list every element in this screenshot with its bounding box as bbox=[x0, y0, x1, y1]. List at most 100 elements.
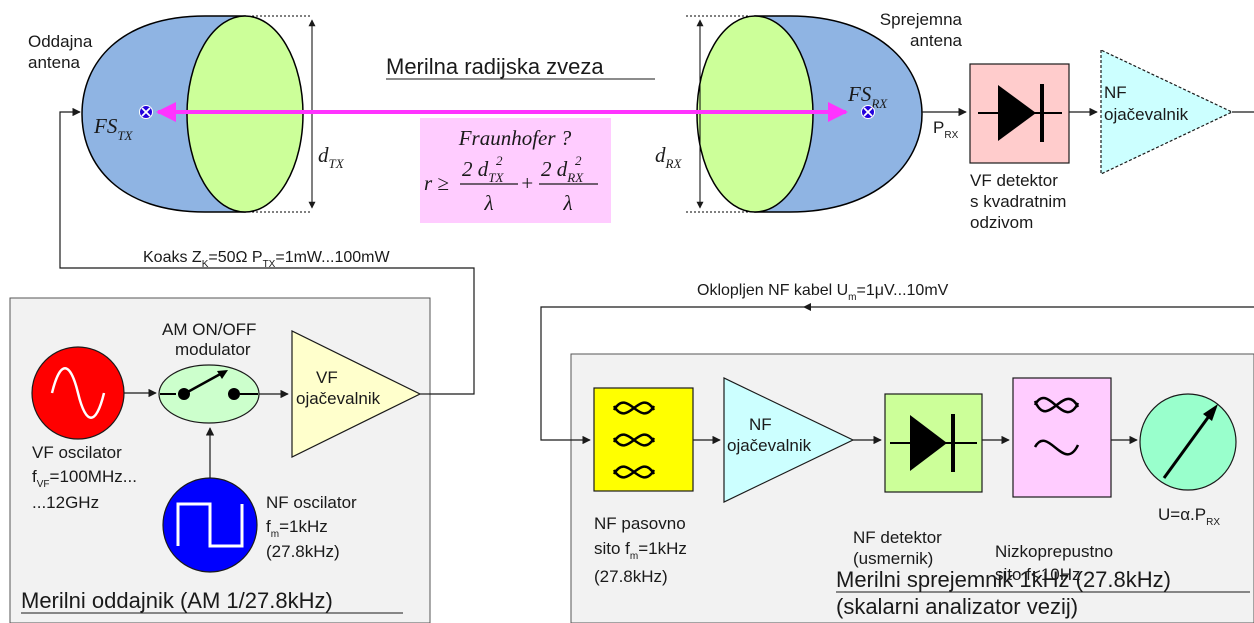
svg-text:sito fm=1kHz: sito fm=1kHz bbox=[594, 539, 687, 562]
svg-text:2 dRX: 2 dRX bbox=[541, 157, 584, 185]
rx-nf-amp-label-2: ojačevalnik bbox=[1104, 105, 1189, 124]
nf-detector-label-2: (usmernik) bbox=[853, 549, 933, 568]
lowpass-filter bbox=[1012, 377, 1112, 498]
svg-text:Koaks ZK=50Ω PTX=1mW...100mW: Koaks ZK=50Ω PTX=1mW...100mW bbox=[143, 249, 391, 270]
lowpass-label-2: sito f<10Hz bbox=[995, 565, 1081, 584]
vf-osc-f: f bbox=[32, 467, 37, 486]
rx-focus-icon bbox=[861, 105, 875, 119]
vf-detector-label-3: odzivom bbox=[970, 213, 1033, 232]
tx-focus-icon bbox=[139, 105, 153, 119]
tx-antenna-label-2: antena bbox=[28, 53, 81, 72]
svg-text:fVF=100MHz...: fVF=100MHz... bbox=[32, 467, 137, 490]
fraunhofer-title: Fraunhofer ? bbox=[458, 126, 572, 150]
nf-cable-label-post: =1μV...10mV bbox=[857, 282, 949, 299]
bandpass-filter bbox=[593, 387, 694, 492]
tx-focus-sub: TX bbox=[117, 128, 133, 143]
lowpass-label-1: Nizkoprepustno bbox=[995, 542, 1113, 561]
coax-sub-1: K bbox=[202, 259, 209, 270]
receiver-nf-amp-label-2: ojačevalnik bbox=[727, 436, 812, 455]
tx-antenna-label-1: Oddajna bbox=[28, 32, 93, 51]
fraunhofer-num2: 2 d bbox=[541, 157, 568, 181]
receiver-title-1: Merilni sprejemnik 1kHz (27.8kHz) bbox=[836, 567, 1171, 592]
nf-osc-label-1: NF oscilator bbox=[266, 493, 357, 512]
fraunhofer-num1: 2 d bbox=[462, 157, 489, 181]
fraunhofer-sup2: 2 bbox=[575, 153, 582, 168]
svg-text:FSRX: FSRX bbox=[847, 82, 888, 111]
vf-amplifier bbox=[291, 330, 422, 458]
fraunhofer-num2-sub: RX bbox=[566, 170, 584, 185]
coax-label-mid: =50Ω P bbox=[208, 249, 262, 266]
receiver-nf-amp bbox=[723, 377, 855, 503]
sine-icon bbox=[50, 367, 106, 419]
tx-dim-label: d bbox=[318, 143, 329, 167]
vf-osc-label-1: VF oscilator bbox=[32, 443, 122, 462]
diagram-title: Merilna radijska zveza bbox=[386, 54, 604, 79]
switch-icon bbox=[160, 370, 258, 400]
svg-text:fm=1kHz: fm=1kHz bbox=[266, 517, 328, 540]
tx-dim-sub: TX bbox=[329, 156, 345, 171]
modulator-label-2: modulator bbox=[175, 340, 251, 359]
rx-focus-sub: RX bbox=[870, 96, 888, 111]
svg-text:FSTX: FSTX bbox=[93, 114, 134, 143]
coax-label: Koaks Z bbox=[143, 249, 202, 266]
rx-nf-amp-label-1: NF bbox=[1104, 83, 1127, 102]
fraunhofer-plus: + bbox=[520, 171, 534, 195]
vf-amp-label-1: VF bbox=[316, 368, 338, 387]
coax-line bbox=[59, 107, 475, 395]
fraunhofer-sup1: 2 bbox=[496, 153, 503, 168]
rx-antenna-label-1: Sprejemna bbox=[880, 10, 963, 29]
vf-detector-label-1: VF detektor bbox=[970, 171, 1058, 190]
bandpass-filter-icon bbox=[612, 401, 656, 479]
svg-text:U=α.PRX: U=α.PRX bbox=[1158, 505, 1220, 528]
vf-osc-val: =100MHz... bbox=[50, 467, 137, 486]
nf-osc-val: =1kHz bbox=[279, 517, 328, 536]
svg-text:PRX: PRX bbox=[933, 118, 959, 141]
fraunhofer-num1-sub: TX bbox=[488, 170, 504, 185]
bandpass-label-1: NF pasovno bbox=[594, 514, 686, 533]
square-wave-icon bbox=[176, 502, 244, 548]
diode-icon bbox=[978, 84, 1062, 142]
fraunhofer-box bbox=[420, 118, 611, 223]
power-meter bbox=[1139, 393, 1237, 491]
vf-osc-label-2: ...12GHz bbox=[32, 493, 99, 512]
fraunhofer-lhs: r ≥ bbox=[424, 171, 449, 195]
nf-cable-sub: m bbox=[848, 292, 856, 303]
rx-focus-label: FS bbox=[847, 82, 872, 106]
svg-text:dTX: dTX bbox=[318, 143, 345, 171]
modulator-label-1: AM ON/OFF bbox=[162, 320, 256, 339]
bandpass-pre: sito f bbox=[594, 539, 630, 558]
bandpass-sub: m bbox=[630, 551, 638, 562]
coax-sub-2: TX bbox=[263, 259, 276, 270]
rx-dim-sub: RX bbox=[665, 156, 683, 171]
nf-cable-line bbox=[540, 306, 1254, 445]
bandpass-val: =1kHz bbox=[638, 539, 687, 558]
prx-label: P bbox=[933, 118, 944, 137]
meter-label: U=α.P bbox=[1158, 505, 1206, 524]
rx-antenna-label-2: antena bbox=[910, 31, 963, 50]
fraunhofer-den2: λ bbox=[562, 191, 572, 215]
rx-nf-amp bbox=[1100, 49, 1234, 175]
fraunhofer-den1: λ bbox=[483, 191, 493, 215]
bandpass-label-2: (27.8kHz) bbox=[594, 567, 668, 586]
lowpass-filter-icon bbox=[1033, 396, 1080, 456]
receiver-title-2: (skalarni analizator vezij) bbox=[836, 594, 1078, 619]
vf-amp-label-2: ojačevalnik bbox=[296, 389, 381, 408]
coax-label-post: =1mW...100mW bbox=[275, 249, 390, 266]
svg-text:2 dTX: 2 dTX bbox=[462, 157, 504, 185]
svg-text:Oklopljen NF kabel Um=1μV...10: Oklopljen NF kabel Um=1μV...10mV bbox=[697, 282, 949, 303]
nf-osc-label-2: (27.8kHz) bbox=[266, 542, 340, 561]
svg-text:dRX: dRX bbox=[655, 143, 682, 171]
nf-osc-sub: m bbox=[271, 529, 279, 540]
vf-detector-label-2: s kvadratnim bbox=[970, 192, 1066, 211]
meter-needle-icon bbox=[1162, 404, 1218, 479]
prx-sub: RX bbox=[944, 130, 958, 141]
nf-diode-icon bbox=[890, 414, 977, 472]
tx-focus-label: FS bbox=[93, 114, 118, 138]
transmitter-title: Merilni oddajnik (AM 1/27.8kHz) bbox=[21, 588, 333, 613]
meter-sub: RX bbox=[1206, 517, 1220, 528]
receiver-nf-amp-label-1: NF bbox=[749, 415, 772, 434]
rx-dim-label: d bbox=[655, 143, 666, 167]
nf-detector-label-1: NF detektor bbox=[853, 528, 942, 547]
